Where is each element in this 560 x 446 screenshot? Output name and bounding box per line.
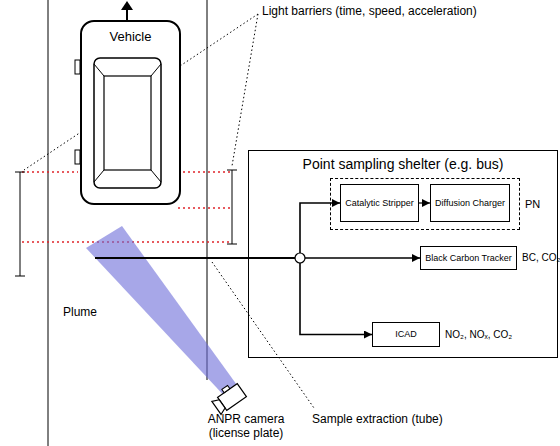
plume-shape [35,258,160,398]
sample-tube [95,258,372,335]
callout-label: Light barriers (time, speed, acceleratio… [262,5,477,19]
sample-tube [95,203,340,258]
leader-line [24,14,314,408]
callout-label: ANPR camera (license plate) [196,413,296,441]
node-text: Point sampling shelter (e.g. bus) [303,156,504,172]
node-text: Plume [63,306,97,320]
camera-beam [86,226,242,402]
road-edge [207,0,208,380]
vehicle-windows [80,20,175,205]
camera-icon [210,380,247,414]
plume-cloud: Plume [35,258,160,398]
flow-arrow [419,202,430,203]
node-text: Catalytic Stripper [345,198,414,208]
callout-label: Sample extraction (tube) [312,413,443,427]
shelter-box: Point sampling shelter (e.g. bus) PN Catal… [248,150,558,358]
node-text: PN [525,198,540,211]
node-text: ICAD [395,329,417,339]
node-text: Diffusion Charger [435,198,505,208]
node-text: Vehicle [110,30,152,45]
process-box: Catalytic Stripper [340,184,419,222]
tube-junction [295,253,305,263]
process-box: Black Carbon Tracker [420,246,517,270]
vehicle-body: Vehicle [80,20,181,205]
group-box: PNCatalytic StripperDiffusion Charger [330,178,520,230]
direction-arrow [126,9,128,20]
measurand-label: BC, CO₂ [522,252,560,264]
process-box: ICAD [372,322,440,347]
road-edge [48,0,49,446]
process-box: Diffusion Charger [430,184,510,222]
measurand-label: NO₂, NOₓ, CO₂ [445,329,512,341]
node-text: Black Carbon Tracker [425,253,512,263]
direction-arrow-head [121,1,133,10]
